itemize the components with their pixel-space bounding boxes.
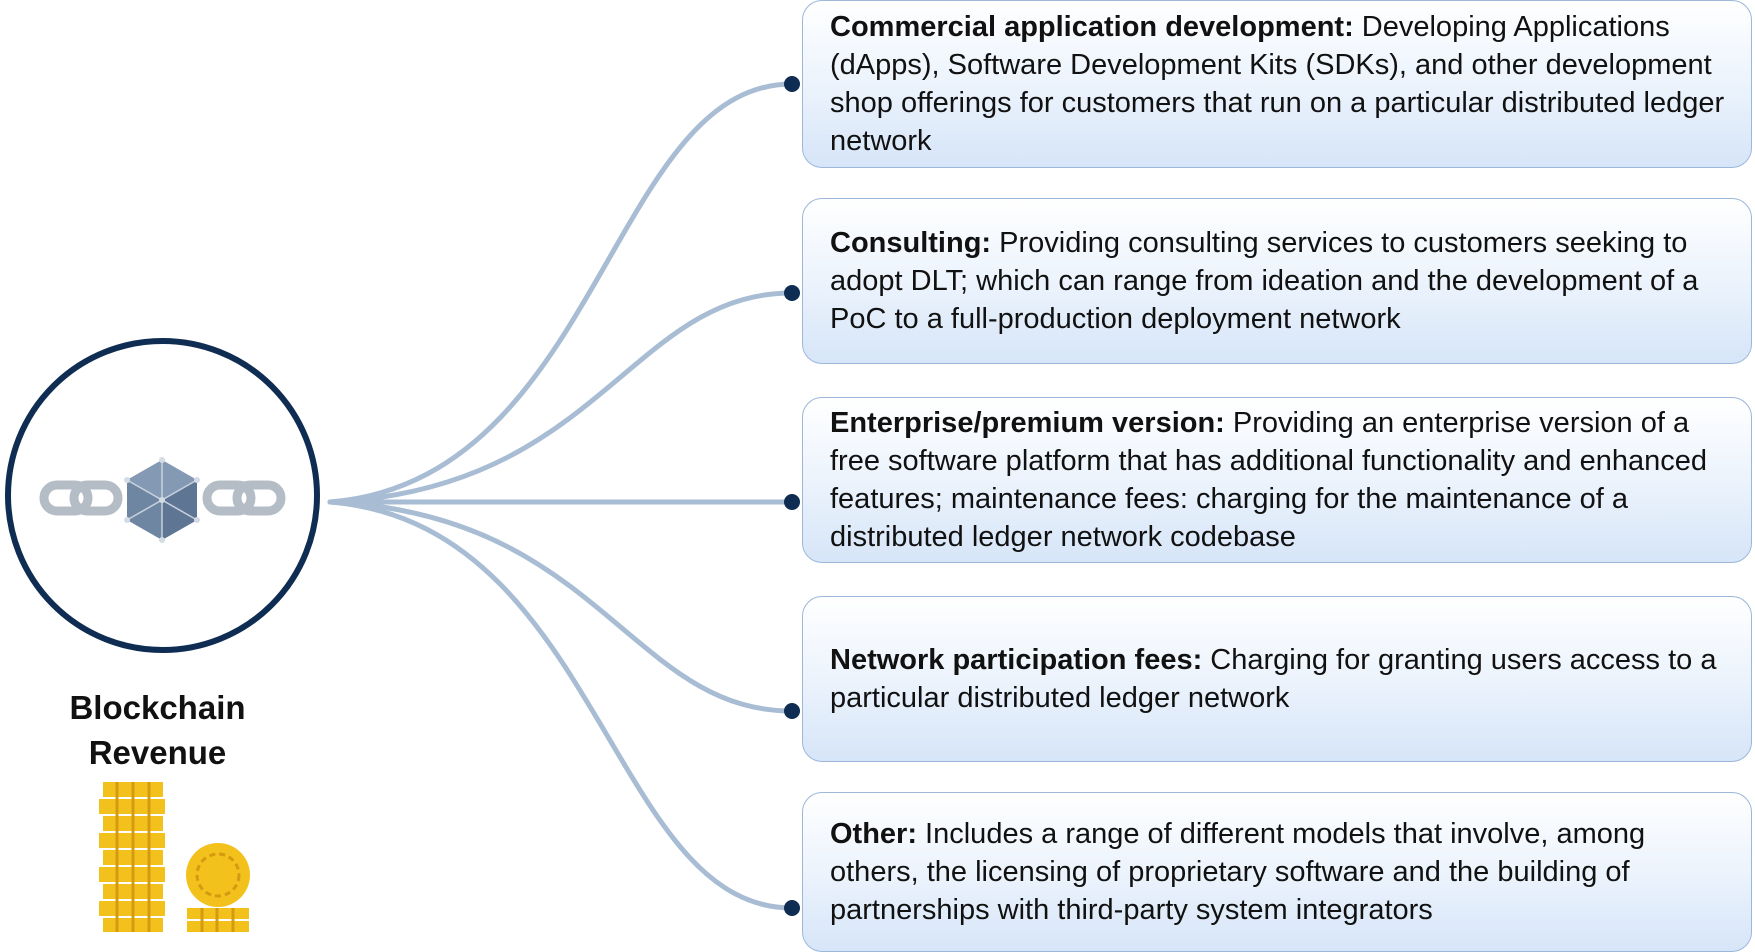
connector-dot-4 [784, 703, 800, 719]
revenue-item-network-fees: Network participation fees: Charging for… [802, 596, 1752, 762]
connector-1 [327, 81, 795, 505]
connector-dot-2 [784, 285, 800, 301]
revenue-item-other: Other: Includes a range of different mod… [802, 792, 1752, 952]
connector-5 [327, 499, 795, 911]
item-text: Charging for granting users access to a … [830, 644, 1717, 714]
item-text: Providing an enterprise version of a fre… [830, 407, 1707, 553]
revenue-item-commercial-app-dev: Commercial application development: Deve… [802, 0, 1752, 168]
connector-dot-5 [784, 900, 800, 916]
item-heading: Enterprise/premium version: [830, 407, 1225, 439]
connector-dot-3 [784, 494, 800, 510]
item-heading: Network participation fees: [830, 644, 1203, 676]
revenue-item-enterprise-premium: Enterprise/premium version: Providing an… [802, 397, 1752, 563]
item-heading: Other: [830, 818, 917, 850]
revenue-item-consulting: Consulting: Providing consulting service… [802, 198, 1752, 364]
hub-title: Blockchain Revenue [69, 689, 246, 771]
connector-2 [327, 290, 795, 505]
item-text: Providing consulting services to custome… [830, 227, 1699, 335]
item-text: Developing Applications (dApps), Softwar… [830, 11, 1725, 157]
blockchain-link-cube-icon [39, 457, 286, 543]
item-heading: Commercial application development: [830, 11, 1354, 43]
item-heading: Consulting: [830, 227, 992, 259]
item-text: Includes a range of different models tha… [830, 818, 1646, 926]
coin-stacks-icon [99, 782, 250, 932]
hub-circle [5, 338, 320, 653]
connector-4 [327, 499, 795, 714]
connector-dot-1 [784, 76, 800, 92]
